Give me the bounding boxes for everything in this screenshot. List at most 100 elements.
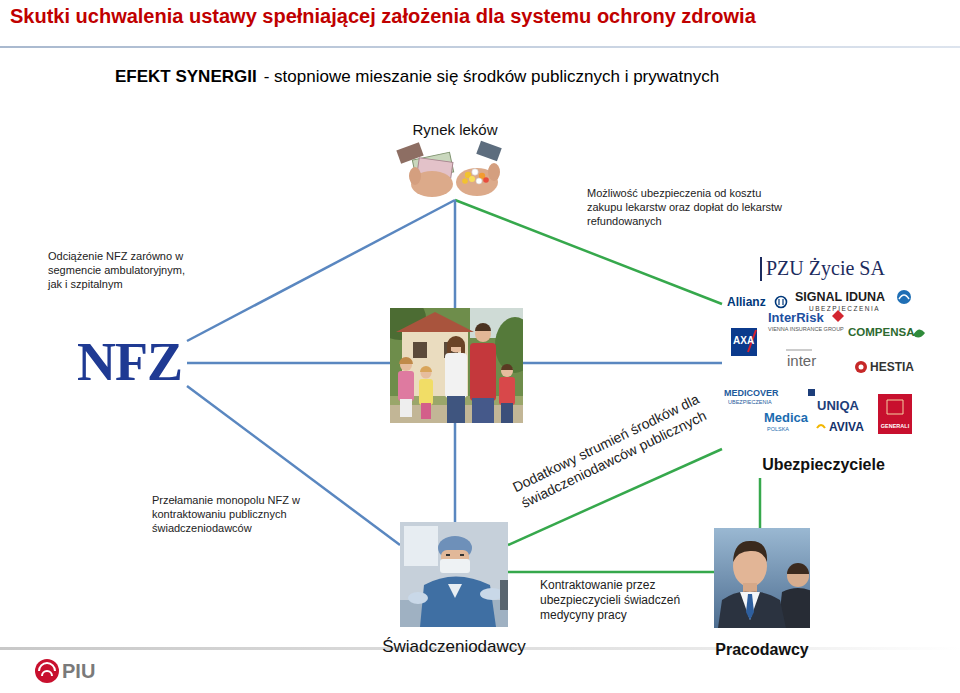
hands-with-pills-photo-part	[476, 141, 501, 162]
businessman-photo-part	[746, 594, 754, 620]
text-label: AXA	[733, 335, 754, 347]
connector-line	[187, 362, 722, 365]
insurer-logo-marks	[731, 257, 925, 434]
family-photo-part	[475, 326, 491, 342]
hands-with-pills-photo-part	[476, 178, 482, 184]
family-photo-part	[396, 312, 474, 332]
family-photo-part	[398, 371, 414, 401]
text-label: AVIVA	[829, 420, 864, 434]
family-photo-part	[501, 364, 513, 370]
text-label: SIGNAL IDUNA	[795, 290, 885, 305]
family-photo-part	[445, 353, 467, 398]
insurer-logo-marks-part	[913, 329, 925, 337]
insurer-logo-marks-part	[731, 328, 757, 356]
connector-line	[187, 200, 455, 341]
hands-with-pills-photo-part	[469, 176, 475, 182]
family-photo-part	[413, 342, 427, 358]
piu-logo-icon-part	[42, 671, 52, 676]
doctor-photo-part	[438, 536, 472, 560]
providers-node: Świadczeniodawcy	[400, 522, 508, 627]
doctor-photo-part	[448, 584, 462, 598]
connector-line	[454, 200, 457, 522]
family-photo-part	[421, 368, 432, 379]
node-caption-group: NFZ	[72, 333, 187, 393]
node-caption-group: Rynek leków	[412, 121, 497, 138]
text-label: PIU	[62, 659, 95, 683]
text-label: UBEZPIECZENIA	[728, 399, 772, 406]
text-label: COMPENSA	[848, 326, 914, 340]
family-photo-part	[470, 308, 523, 338]
businessman-photo	[714, 528, 810, 628]
hands-with-pills-photo-part	[488, 163, 500, 181]
doctor-photo-part	[404, 526, 438, 566]
businessman-photo-part	[733, 545, 767, 587]
nfz-logo-node: NFZ	[72, 333, 187, 393]
doctor-photo-part	[480, 588, 504, 600]
node-caption-group: Pracodawcy	[715, 641, 808, 659]
doctor-photo-part	[440, 559, 470, 573]
text-label: EFEKT SYNERGII	[115, 67, 257, 87]
family-photo	[390, 308, 523, 423]
insurer-logo-marks-part	[786, 350, 812, 351]
text-label: Medica	[764, 410, 808, 426]
insurer-logo-marks-part	[808, 389, 815, 396]
hands-with-pills-photo-part	[396, 142, 423, 163]
family-photo-part	[449, 338, 464, 353]
insurer-logo-marks-part	[897, 290, 911, 304]
businessman-photo-part	[743, 583, 757, 593]
drug-market-node: Rynek leków	[410, 146, 500, 200]
hands-with-pills-photo-part	[411, 171, 453, 197]
page-title: Skutki uchwalenia ustawy spełniającej za…	[10, 5, 756, 28]
text-label: - stopniowe mieszanie się środków public…	[264, 67, 719, 87]
text-label: MEDICOVER	[724, 388, 779, 399]
family-photo-part	[419, 379, 433, 405]
family-photo-part	[390, 308, 523, 423]
family-photo-part	[421, 403, 431, 419]
family-photo-part	[402, 330, 468, 396]
hands-with-pills-photo-part	[456, 168, 498, 196]
hands-with-pills-photo-part	[465, 172, 471, 178]
title-rule	[0, 46, 960, 48]
connector-label: Przełamanie monopolu NFZ w kontraktowani…	[152, 494, 302, 535]
family-photo-part	[390, 405, 523, 423]
connector-label: Możliwość ubezpieczenia od kosztu zakupu…	[587, 187, 792, 228]
text-label: GENERALI	[880, 423, 910, 430]
text-label: HESTIA	[870, 360, 914, 374]
businessman-photo-part	[733, 541, 767, 562]
text-label: PZU Życie SA	[766, 256, 885, 280]
doctor-photo-part	[500, 580, 508, 610]
businessman-photo-part	[718, 592, 786, 628]
family-photo-part	[472, 398, 494, 423]
family-photo-part	[400, 359, 412, 371]
insurer-logo-marks-part	[899, 295, 909, 299]
insurer-logo-marks-part	[776, 297, 787, 308]
doctor-photo-part	[441, 550, 469, 572]
connector-label: Dodatkowy strumień środków dla świadczen…	[494, 383, 725, 520]
text-label: VIENNA INSURANCE GROUP	[768, 326, 844, 333]
businessman-photo-part	[787, 565, 809, 587]
doctor-photo-part	[408, 592, 428, 604]
piu-logo-icon	[35, 659, 59, 683]
doctor-photo-part	[420, 577, 496, 628]
businessman-photo-part	[778, 588, 810, 628]
family-photo-part	[447, 396, 465, 423]
insurer-logo-marks-part	[887, 400, 903, 414]
family-photo-part	[399, 357, 413, 364]
piu-logo-icon-part	[35, 659, 59, 683]
node-label: Ubezpieczyciele	[762, 456, 885, 474]
node-label: Świadczeniodawcy	[382, 637, 526, 657]
hands-with-pills-photo-part	[409, 167, 421, 185]
insurer-logo-marks-part	[760, 257, 762, 281]
title-rule-part	[0, 46, 960, 48]
businessman-photo-part	[740, 592, 760, 620]
businessman-photo-part	[787, 563, 809, 574]
family-photo-part	[400, 399, 412, 417]
family-photo-part	[501, 403, 513, 423]
hands-with-pills-photo-part	[412, 152, 453, 179]
text-label: Allianz	[727, 295, 766, 309]
doctor-photo-part	[400, 522, 508, 627]
family-photo-part	[420, 366, 432, 372]
insurer-logo-marks-part	[779, 299, 783, 305]
node-label: Pracodawcy	[715, 641, 808, 659]
